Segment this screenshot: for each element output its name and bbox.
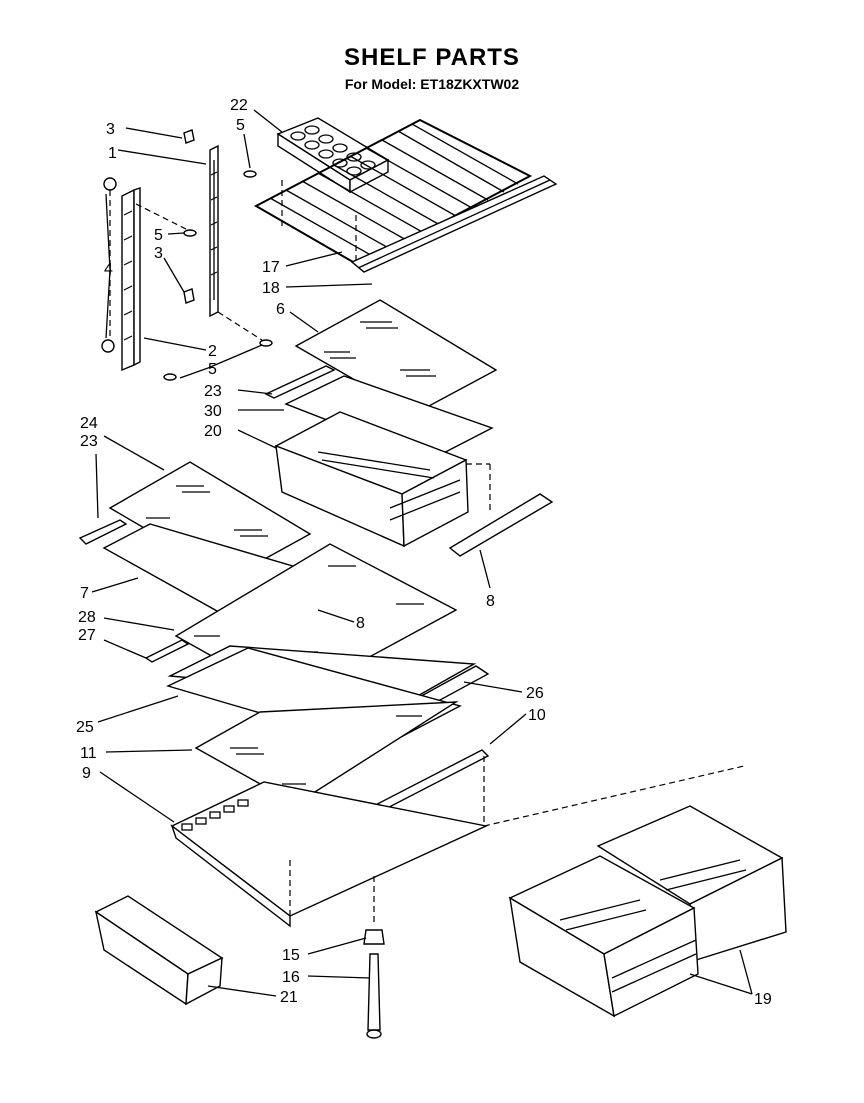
callout-1: 1 [108,145,117,162]
callout-23: 23 [204,383,222,400]
part-17-wire-shelf [253,118,533,268]
callout-8: 8 [486,593,495,610]
callout-labels: 3 22 5 1 5 3 4 17 18 6 2 5 23 30 20 24 2… [76,97,772,1008]
part-20-meat-pan [274,411,491,548]
callout-21: 21 [280,989,298,1006]
part-15-part-16-support [363,876,385,1039]
callout-3: 3 [106,121,115,138]
callout-5: 5 [236,117,245,134]
callout-22: 22 [230,97,248,114]
callout-7: 7 [80,585,89,602]
part-22-ice-tray [276,117,390,194]
callout-15: 15 [282,947,300,964]
part-21-door-bin [94,895,224,1006]
part-9-crisper-frame-front [170,781,489,928]
callout-6: 6 [276,301,285,318]
callout-17: 17 [262,259,280,276]
callout-2: 2 [208,343,217,360]
callout-20: 20 [204,423,222,440]
callout-11: 11 [80,745,97,762]
callout-16: 16 [282,969,300,986]
callout-27: 27 [78,627,96,644]
callout-26: 26 [526,685,544,702]
leader-lines [91,109,753,997]
part-1-shelf-bracket [209,144,219,318]
callout-30: 30 [204,403,222,420]
diagram-subtitle: For Model: ET18ZKXTW02 [344,76,520,92]
callout-19: 19 [754,991,772,1008]
diagram-title: SHELF PARTS [344,44,520,71]
callout-23: 23 [80,433,98,450]
callout-9: 9 [82,765,91,782]
callout-28: 28 [78,609,96,626]
callout-24: 24 [80,415,98,432]
part-4-shelf-bracket [101,177,141,372]
part-19-crisper-pans [483,765,787,1018]
part-30-shelf-frame [264,365,494,461]
part-8-rail-right [448,493,554,557]
callout-18: 18 [262,280,280,297]
callout-25: 25 [76,719,94,736]
callout-10: 10 [528,707,546,724]
callout-5: 5 [208,361,217,378]
part-18-shelf-rail [350,175,558,273]
callout-5: 5 [154,227,163,244]
callout-3: 3 [154,245,163,262]
callout-8: 8 [356,615,365,632]
callout-4: 4 [104,261,113,278]
